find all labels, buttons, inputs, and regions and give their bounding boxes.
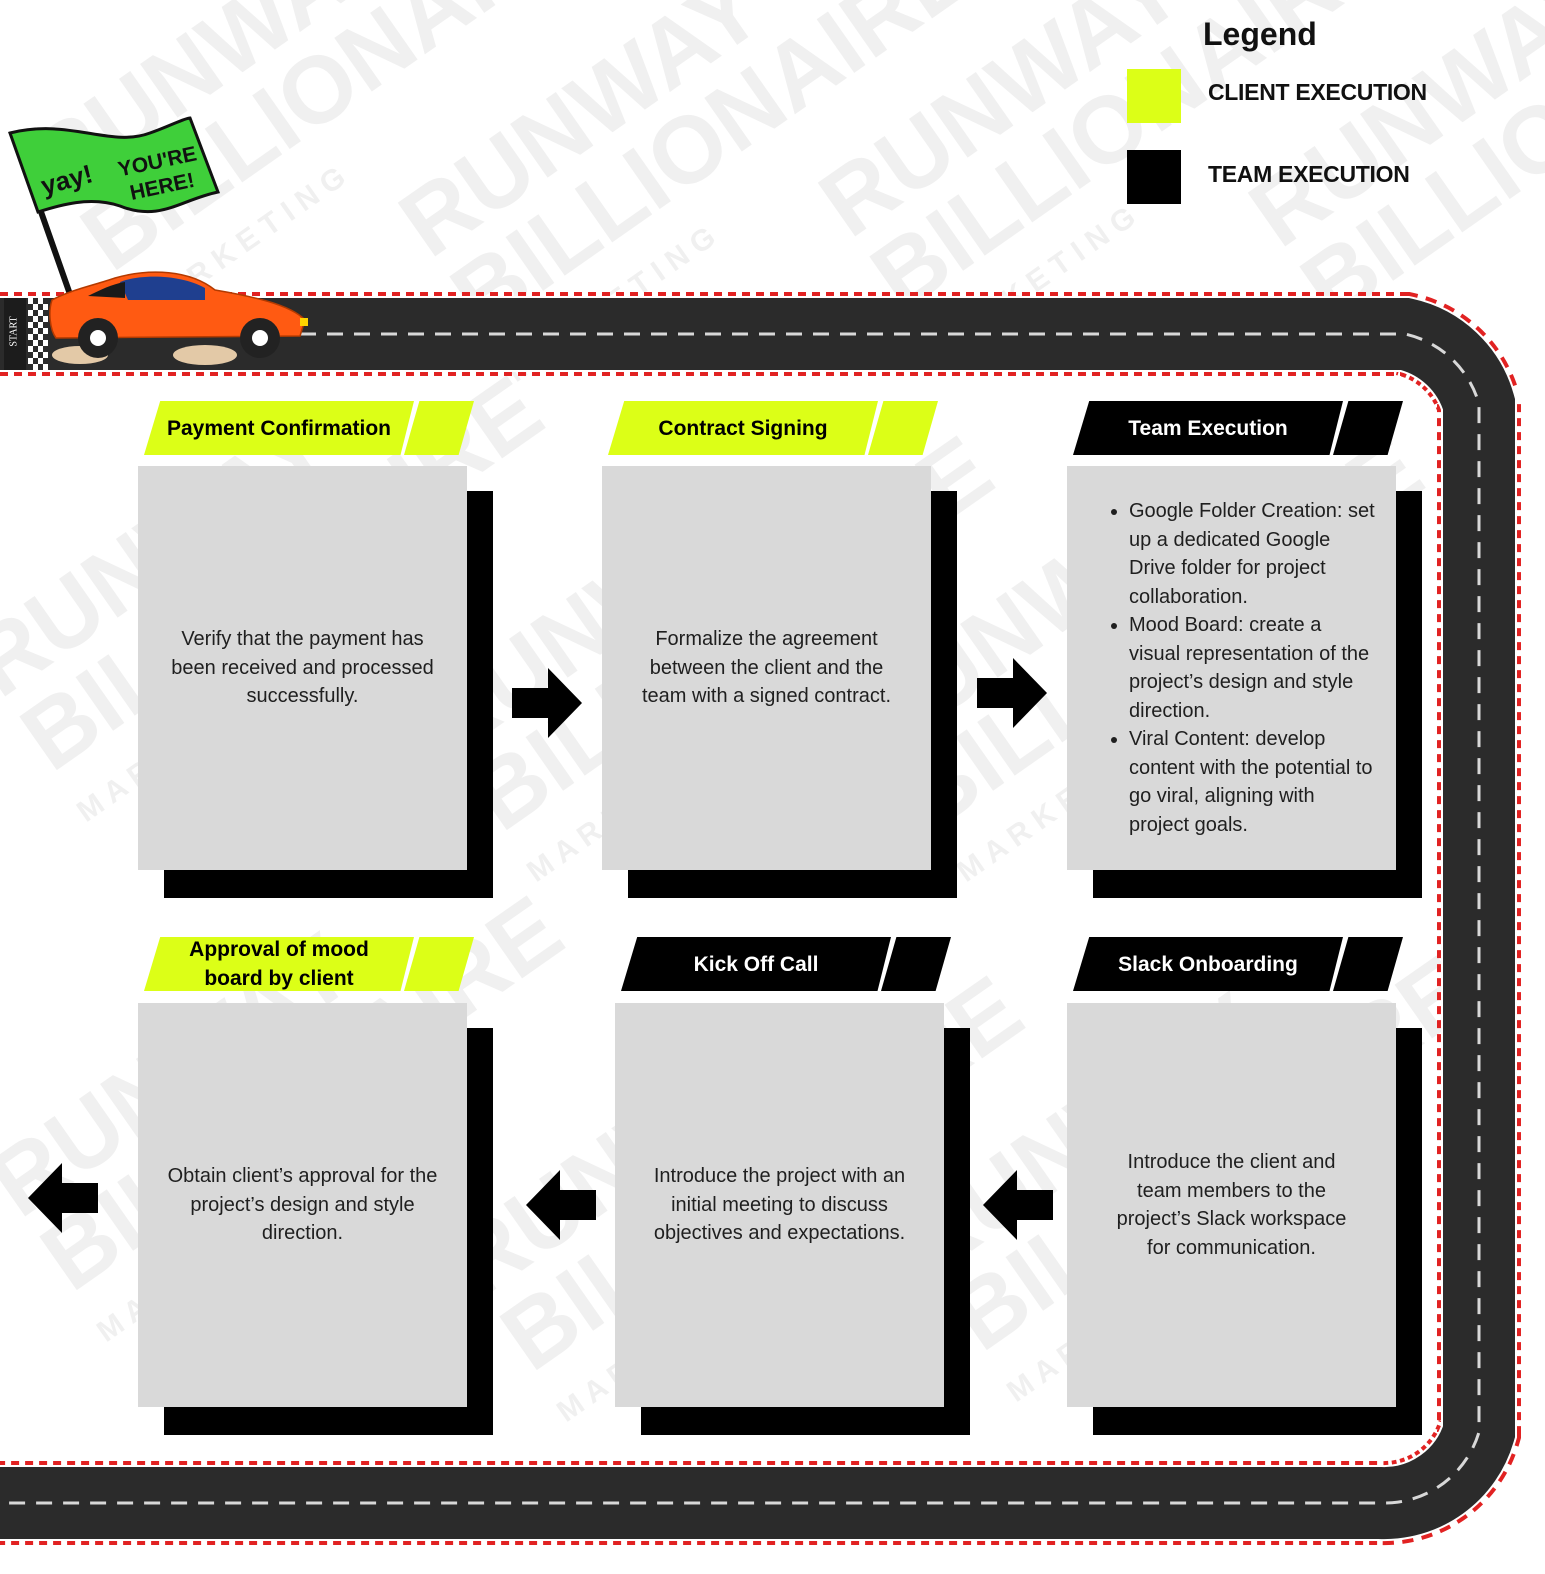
checker-square xyxy=(43,316,48,322)
checker-square xyxy=(43,304,48,310)
step-card-approval-mood-board: Obtain client’s approval for the project… xyxy=(138,1003,467,1407)
checker-square xyxy=(43,340,48,346)
checker-square xyxy=(28,358,33,364)
step-title: Slack Onboarding xyxy=(1118,952,1298,976)
team-execution-list: Google Folder Creation: set up a dedicat… xyxy=(1105,497,1376,839)
arrow-left-icon xyxy=(983,1170,1053,1240)
step-title: Kick Off Call xyxy=(693,952,819,976)
checker-square xyxy=(43,328,48,334)
tag-tail xyxy=(404,937,474,991)
flag-and-car: yay! YOU'RE HERE! xyxy=(8,116,308,365)
checker-square xyxy=(38,334,43,340)
step-title: Team Execution xyxy=(1128,416,1288,440)
legend-title: Legend xyxy=(1203,16,1317,52)
checker-square xyxy=(33,352,38,358)
flag-icon: yay! YOU'RE HERE! xyxy=(8,116,221,303)
legend-label-client: CLIENT EXECUTION xyxy=(1208,79,1427,105)
arrow-left-icon xyxy=(526,1170,596,1240)
step-description: Formalize the agreement between the clie… xyxy=(641,628,891,708)
list-item: Mood Board: create a visual representati… xyxy=(1129,611,1376,725)
legend-swatch-client xyxy=(1127,69,1181,123)
step-tag-kick-off-call: Kick Off Call xyxy=(621,937,961,991)
checker-square xyxy=(33,340,38,346)
step-tag-approval-mood-board: Approval of mood board by client xyxy=(144,937,484,991)
step-title: Contract Signing xyxy=(658,416,828,440)
step-card-kick-off-call: Introduce the project with an initial me… xyxy=(615,1003,944,1407)
step-title: Approval of mood board by client xyxy=(189,938,369,990)
step-tag-payment-confirmation: Payment Confirmation xyxy=(144,401,484,455)
step-card-payment-confirmation: Verify that the payment has been receive… xyxy=(138,466,467,870)
step-tag-contract-signing: Contract Signing xyxy=(608,401,948,455)
checker-square xyxy=(38,346,43,352)
checker-square xyxy=(33,364,38,370)
checker-square xyxy=(33,304,38,310)
step-tag-slack-onboarding: Slack Onboarding xyxy=(1073,937,1413,991)
checker-square xyxy=(28,298,33,304)
checker-square xyxy=(28,310,33,316)
checker-square xyxy=(33,328,38,334)
tag-tail xyxy=(1333,937,1403,991)
step-description: Obtain client’s approval for the project… xyxy=(167,1165,438,1245)
checker-square xyxy=(28,334,33,340)
checker-square xyxy=(38,322,43,328)
checker-square xyxy=(38,358,43,364)
step-title: Payment Confirmation xyxy=(166,416,392,440)
tag-tail xyxy=(868,401,938,455)
checker-square xyxy=(43,352,48,358)
step-description: Introduce the project with an initial me… xyxy=(653,1165,906,1245)
track-lane-line xyxy=(0,332,1481,1505)
car-icon xyxy=(49,271,308,365)
checker-square xyxy=(33,316,38,322)
checker-square xyxy=(38,298,43,304)
arrow-left-icon xyxy=(28,1163,98,1233)
arrow-right-icon xyxy=(512,668,582,738)
tag-tail xyxy=(404,401,474,455)
legend-label-team: TEAM EXECUTION xyxy=(1208,161,1410,187)
step-card-team-execution: Google Folder Creation: set up a dedicat… xyxy=(1067,466,1396,870)
list-item: Google Folder Creation: set up a dedicat… xyxy=(1129,497,1376,611)
checkered-start-icon xyxy=(4,298,48,370)
arrow-right-icon xyxy=(977,658,1047,728)
step-card-slack-onboarding: Introduce the client and team members to… xyxy=(1067,1003,1396,1407)
tag-tail xyxy=(1333,401,1403,455)
step-tag-team-execution: Team Execution xyxy=(1073,401,1413,455)
step-card-contract-signing: Formalize the agreement between the clie… xyxy=(602,466,931,870)
checker-square xyxy=(38,310,43,316)
step-description: Introduce the client and team members to… xyxy=(1116,1151,1347,1259)
list-item: Viral Content: develop content with the … xyxy=(1129,725,1376,839)
tag-tail xyxy=(881,937,951,991)
checker-square xyxy=(28,346,33,352)
legend-swatch-team xyxy=(1127,150,1181,204)
checker-square xyxy=(28,322,33,328)
step-description: Verify that the payment has been receive… xyxy=(171,628,434,708)
checker-square xyxy=(43,364,48,370)
